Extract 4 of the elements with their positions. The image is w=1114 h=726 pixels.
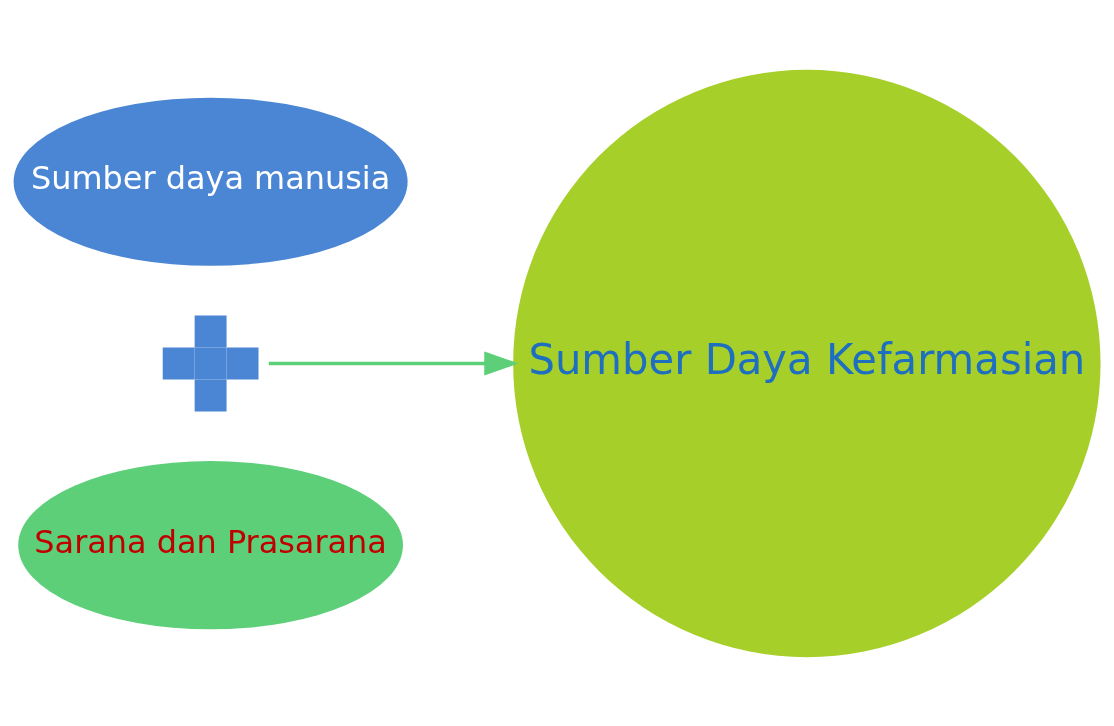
node-ellipse: Sumber daya manusia xyxy=(13,97,408,266)
arrow xyxy=(268,350,519,376)
node-ellipse: Sarana dan Prasarana xyxy=(18,460,403,629)
node-circle: Sumber Daya Kefarmasian xyxy=(513,69,1101,657)
